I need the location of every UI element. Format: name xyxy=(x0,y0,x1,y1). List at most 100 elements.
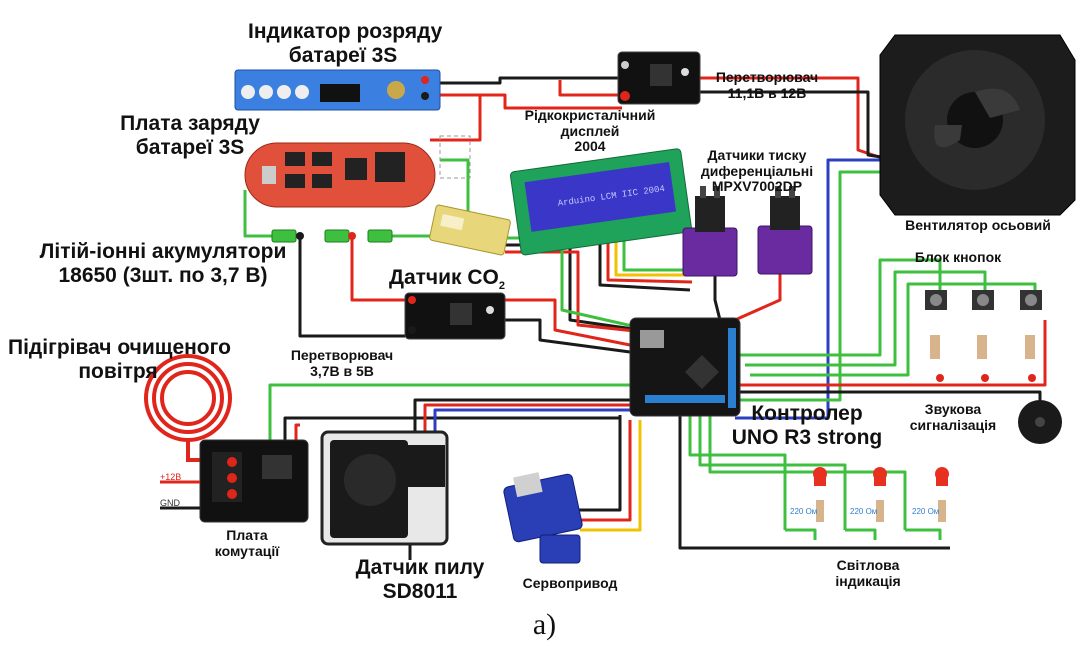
wire-led-3 xyxy=(708,415,907,530)
label-charge-board: Плата заряду батареї 3S xyxy=(120,112,260,159)
label-pressure-line2: диференціальні xyxy=(700,162,814,179)
wire-buttons-red xyxy=(740,320,1047,387)
label-controller-line1: Контролер xyxy=(751,402,863,425)
label-charge-board-line2: батареї 3S xyxy=(135,135,245,159)
label-converter-12v-line1: Перетворювач xyxy=(715,69,819,85)
wire-green-switch xyxy=(268,383,660,445)
co2-sensor xyxy=(429,204,511,256)
label-lcd-line2: дисплей xyxy=(560,122,620,139)
wire-red-switch xyxy=(294,423,300,445)
wires xyxy=(243,76,1047,560)
switch-board xyxy=(160,439,309,523)
label-batteries-line1: Літій-іонні акумулятори xyxy=(39,240,287,263)
battery-indicator-board xyxy=(234,69,441,111)
wire-buttons-green-3 xyxy=(750,282,1037,377)
label-switch-board-line1: Плата xyxy=(226,527,268,543)
lcd-display xyxy=(509,148,692,256)
label-switch-board-line2: комутації xyxy=(214,542,280,559)
charge-board xyxy=(244,135,471,208)
wire-black-5v-controller xyxy=(505,318,631,354)
switch-gnd-label: GND xyxy=(160,498,181,508)
wire-black-converter12-fan xyxy=(700,90,889,160)
label-battery-indicator-line2: батареї 3S xyxy=(288,43,398,67)
label-fan: Вентилятор осьовий xyxy=(905,217,1051,233)
wire-red-indicator-converter xyxy=(430,93,482,142)
switch-plus12-label: +12B xyxy=(160,472,181,482)
batteries xyxy=(271,229,393,243)
wire-led-bottom-g2 xyxy=(845,528,877,540)
wire-black-switch xyxy=(283,416,620,445)
label-converter-12v-line2: 11,1В в 12В xyxy=(727,84,807,101)
label-dust-sensor-line1: Датчик пилу xyxy=(355,556,485,579)
label-controller-line2: UNO R3 strong xyxy=(731,425,883,449)
label-servo: Сервопривод xyxy=(522,575,618,591)
label-co2-subscript: 2 xyxy=(498,280,505,293)
wire-red-converter-fan xyxy=(558,80,620,97)
label-buzzer-line2: сигналізація xyxy=(909,416,997,433)
label-batteries-line2: 18650 (3шт. по 3,7 В) xyxy=(58,263,268,287)
wire-green-charge-batteries xyxy=(243,190,272,238)
wire-red-5v-controller xyxy=(505,298,631,347)
converter-5v-board xyxy=(404,292,506,340)
label-pressure-line1: Датчики тиску xyxy=(707,147,807,163)
label-button-block: Блок кнопок xyxy=(914,249,1002,265)
label-converter-5v-line2: 3,7В в 5В xyxy=(310,362,374,379)
wire-dust-3 xyxy=(433,408,640,440)
wire-led-1 xyxy=(688,415,787,530)
label-batteries: Літій-іонні акумулятори 18650 (3шт. по 3… xyxy=(28,240,298,287)
wire-led-bottom-g1 xyxy=(785,528,817,540)
pressure-sensor-2 xyxy=(757,186,813,275)
wire-led-bottom-g3 xyxy=(905,528,942,540)
wire-pressure-2 xyxy=(734,272,782,322)
label-buzzer-line1: Звукова xyxy=(924,401,982,417)
label-converter-12v: Перетворювач 11,1В в 12В xyxy=(702,69,832,101)
figure-caption: а) xyxy=(532,608,557,641)
label-converter-5v: Перетворювач 3,7В в 5В xyxy=(282,347,402,379)
led-resistor-label-2: 220 Ом xyxy=(850,507,877,516)
heater-coil xyxy=(144,354,232,462)
label-pressure-line3: MPXV7002DP xyxy=(711,178,803,195)
label-battery-indicator: Індикатор розряду батареї 3S xyxy=(248,20,443,67)
servo xyxy=(503,472,583,564)
led-resistor-label-3: 220 Ом xyxy=(912,507,939,516)
label-co2-sensor: Датчик CO2 xyxy=(372,266,522,293)
wire-lcd-1 xyxy=(598,240,691,292)
wire-dust-1 xyxy=(413,398,660,440)
wire-buttons-green-2 xyxy=(745,270,987,367)
label-led-line1: Світлова xyxy=(836,557,900,573)
label-dust-sensor-line2: SD8011 xyxy=(382,579,458,603)
wire-red-batteries-converter xyxy=(350,236,405,302)
label-heater-line2: повітря xyxy=(78,359,158,383)
label-led-indication: Світлова індикація xyxy=(808,557,928,589)
wire-black-batteries-converter xyxy=(298,236,405,338)
label-battery-indicator-line1: Індикатор розряду xyxy=(248,20,443,43)
label-lcd-line1: Рідкокристалічний xyxy=(524,107,656,123)
wire-servo-1 xyxy=(570,415,622,512)
dust-sensor xyxy=(320,430,449,546)
wire-red-charge xyxy=(480,93,622,110)
controller-board xyxy=(629,317,741,417)
label-buzzer: Звукова сигналізація xyxy=(898,401,1008,433)
wire-green-fan-controller xyxy=(735,170,895,402)
wire-pressure-1 xyxy=(713,272,722,321)
wire-dust-2 xyxy=(423,403,650,440)
pressure-sensor-1 xyxy=(682,186,738,277)
axial-fan xyxy=(879,34,1076,216)
wire-servo-3 xyxy=(580,420,642,532)
buzzer xyxy=(1018,400,1062,444)
label-charge-board-line1: Плата заряду xyxy=(120,112,260,135)
converter-12v-board xyxy=(617,51,701,105)
wire-lcd-2 xyxy=(606,240,693,284)
wire-servo-2 xyxy=(575,420,632,522)
label-dust-sensor: Датчик пилу SD8011 xyxy=(345,556,495,603)
label-co2-text: Датчик CO xyxy=(389,266,499,289)
label-converter-5v-line1: Перетворювач xyxy=(290,347,394,363)
wire-black-indicator xyxy=(440,76,622,85)
wire-blue-fan-controller xyxy=(735,158,895,420)
label-heater-line1: Підігрівач очищеного xyxy=(8,336,231,359)
label-heater: Підігрівач очищеного повітря xyxy=(8,336,231,383)
label-lcd-line3: 2004 xyxy=(574,138,606,155)
label-pressure-sensors: Датчики тиску диференціальні MPXV7002DP xyxy=(682,147,832,195)
button-block xyxy=(925,290,1042,382)
wire-lcd-4 xyxy=(622,240,698,272)
